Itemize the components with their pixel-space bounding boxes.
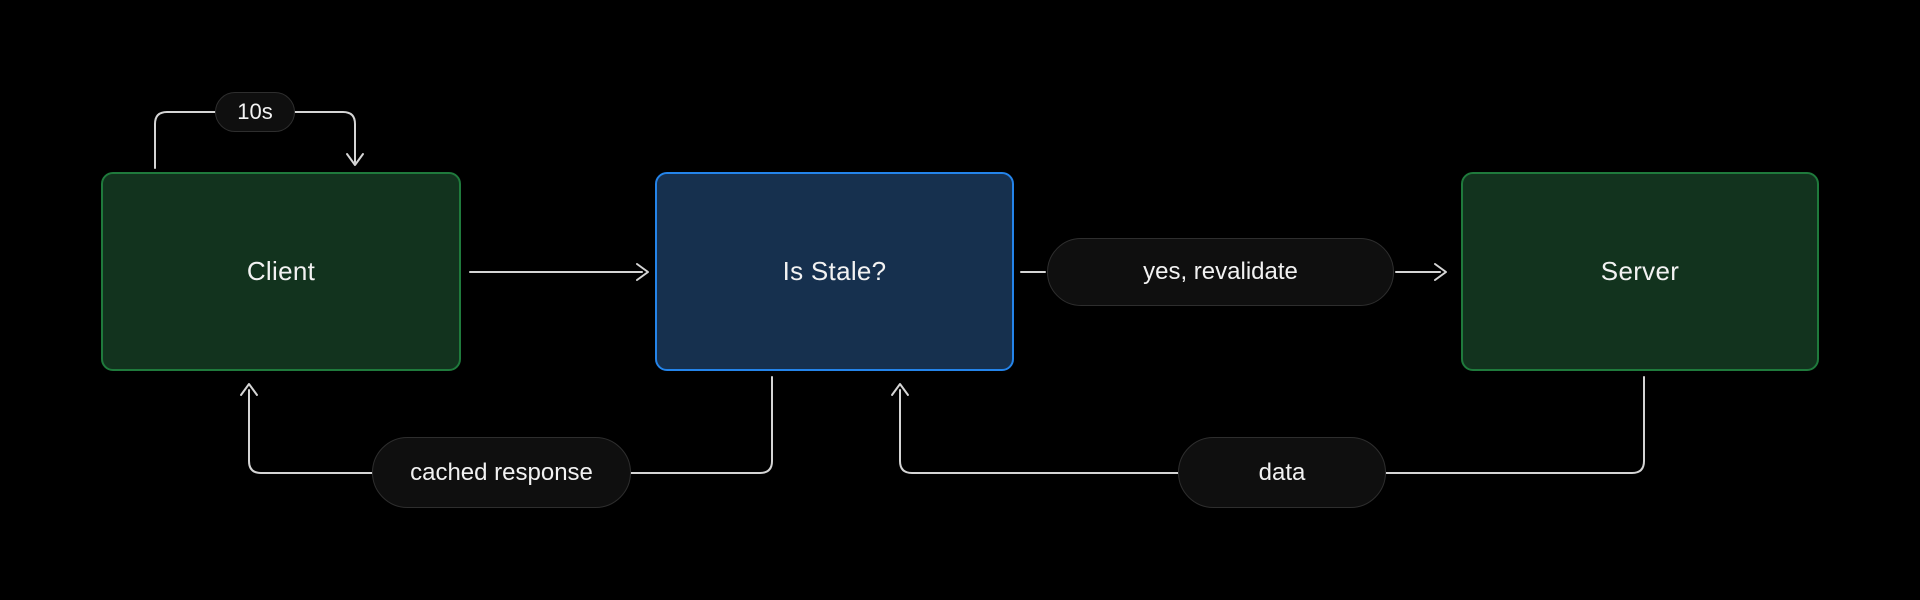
edge-label-revalidate-text: yes, revalidate	[1143, 258, 1298, 285]
arrowhead-down-icon	[346, 153, 364, 166]
edge-label-cached-response-text: cached response	[410, 458, 593, 486]
arrowhead-up-icon	[240, 383, 258, 396]
edge-isstale-to-server[interactable]	[1020, 263, 1447, 281]
edge-client-to-isstale[interactable]	[469, 263, 649, 281]
node-is-stale-label: Is Stale?	[782, 256, 887, 286]
arrowhead-up-icon	[891, 383, 909, 396]
arrowhead-right-icon	[636, 263, 649, 281]
node-client-label: Client	[246, 256, 316, 286]
edge-label-data[interactable]: data	[1178, 437, 1386, 508]
edge-label-cached-response[interactable]: cached response	[372, 437, 631, 508]
node-server[interactable]: Server	[1461, 172, 1819, 371]
node-server-label: Server	[1600, 256, 1680, 286]
edge-label-data-text: data	[1258, 458, 1306, 486]
node-is-stale[interactable]: Is Stale?	[655, 172, 1014, 371]
edge-label-refresh-interval-text: 10s	[237, 99, 273, 124]
edge-label-refresh-interval[interactable]: 10s	[215, 92, 295, 132]
edge-label-revalidate[interactable]: yes, revalidate	[1047, 238, 1394, 306]
node-client[interactable]: Client	[101, 172, 461, 371]
arrowhead-right-icon	[1434, 263, 1447, 281]
